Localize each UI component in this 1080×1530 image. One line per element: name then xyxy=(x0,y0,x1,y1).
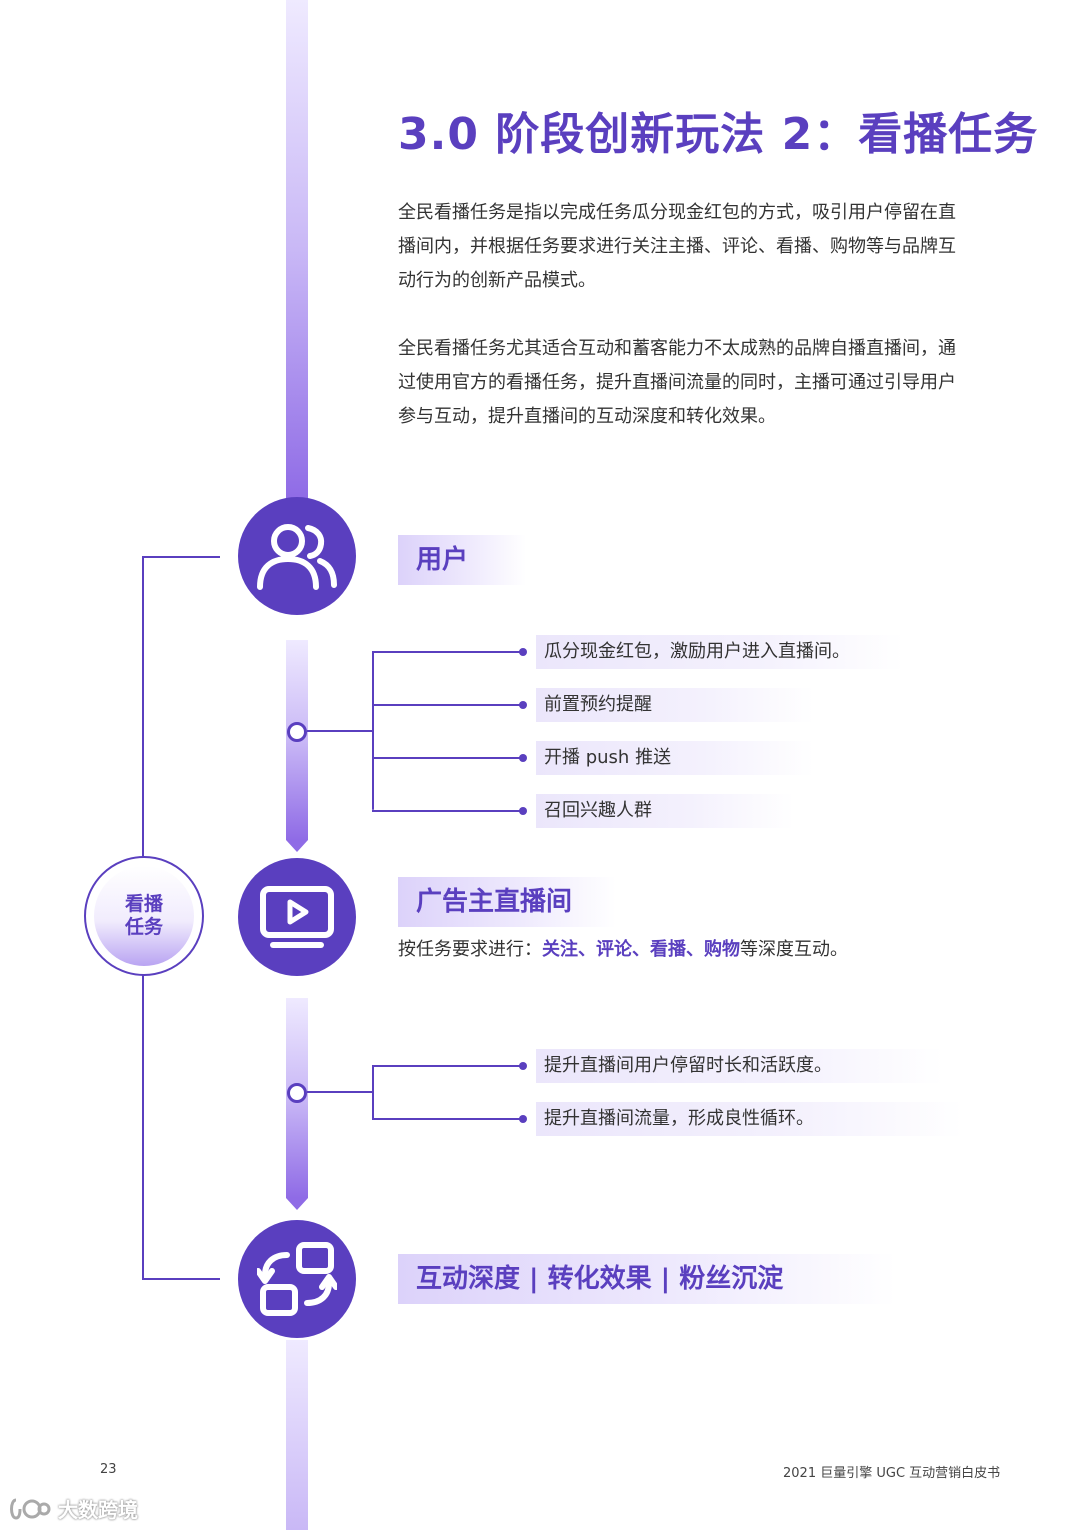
advertiser-bullet-2: 提升直播间流量，形成良性循环。 xyxy=(536,1102,964,1136)
branch-line xyxy=(372,651,522,653)
cycle-exchange-icon-circle xyxy=(238,1220,356,1338)
section-label-result: 互动深度 | 转化效果 | 粉丝沉淀 xyxy=(398,1254,896,1304)
advertiser-desc-highlight: 关注、评论、看播、购物 xyxy=(542,939,740,960)
branch-dot xyxy=(519,648,527,656)
intro-paragraph-1: 全民看播任务是指以完成任务瓜分现金红包的方式，吸引用户停留在直 播间内，并根据任… xyxy=(398,196,998,298)
section-label-advertiser: 广告主直播间 xyxy=(398,877,616,927)
branch-dot xyxy=(519,701,527,709)
watermark: 大数跨境 xyxy=(8,1494,138,1523)
branch-line xyxy=(372,704,522,706)
intro-paragraph-2: 全民看播任务尤其适合互动和蓄客能力不太成熟的品牌自播直播间，通 过使用官方的看播… xyxy=(398,332,998,434)
advertiser-desc-suffix: 等深度互动。 xyxy=(740,939,848,960)
cycle-exchange-icon xyxy=(257,1242,337,1316)
video-screen-icon-circle xyxy=(238,858,356,976)
users-icon xyxy=(257,524,337,590)
advertiser-description: 按任务要求进行：关注、评论、看播、购物等深度互动。 xyxy=(398,935,848,965)
section-label-user: 用户 xyxy=(398,535,526,585)
branch-stem-advertiser xyxy=(307,1091,373,1093)
paragraph-line: 动行为的创新产品模式。 xyxy=(398,270,596,291)
branch-line xyxy=(372,1118,522,1120)
paragraph-line: 全民看播任务是指以完成任务瓜分现金红包的方式，吸引用户停留在直 xyxy=(398,202,956,223)
advertiser-desc-prefix: 按任务要求进行： xyxy=(398,939,542,960)
center-node-inner: 看播 任务 xyxy=(94,866,194,966)
center-node-label-line1: 看播 xyxy=(124,893,163,915)
spine-bottom xyxy=(286,1340,308,1530)
center-node-label-line2: 任务 xyxy=(124,916,163,938)
branch-dot xyxy=(519,807,527,815)
branch-stem-user xyxy=(307,730,373,732)
branch-dot xyxy=(519,1062,527,1070)
user-bullet-2: 前置预约提醒 xyxy=(536,688,814,722)
branch-dot xyxy=(519,754,527,762)
paragraph-line: 参与互动，提升直播间的互动深度和转化效果。 xyxy=(398,406,776,427)
paragraph-line: 过使用官方的看播任务，提升直播间流量的同时，主播可通过引导用户 xyxy=(398,372,956,393)
spine-arrow-1 xyxy=(286,840,308,852)
paragraph-line: 播间内，并根据任务要求进行关注主播、评论、看播、购物等与品牌互 xyxy=(398,236,956,257)
branch-line xyxy=(372,810,522,812)
watermark-text: 大数跨境 xyxy=(58,1498,138,1522)
user-bullet-4: 召回兴趣人群 xyxy=(536,794,794,828)
branch-node-user xyxy=(287,722,307,742)
spine-top xyxy=(286,0,308,500)
branch-line xyxy=(372,1065,522,1067)
watermark-logo-icon xyxy=(10,1498,51,1520)
spine-arrow-2 xyxy=(286,1198,308,1210)
left-connector-top xyxy=(142,556,220,558)
user-bullet-3: 开播 push 推送 xyxy=(536,741,814,775)
page-number: 23 xyxy=(100,1462,117,1477)
center-node: 看播 任务 xyxy=(84,856,204,976)
left-connector-bottom xyxy=(142,1278,220,1280)
branch-dot xyxy=(519,1115,527,1123)
page-title: 3.0 阶段创新玩法 2：看播任务 xyxy=(398,109,1039,160)
branch-line xyxy=(372,757,522,759)
video-screen-icon xyxy=(260,886,334,948)
branch-node-advertiser xyxy=(287,1083,307,1103)
paragraph-line: 全民看播任务尤其适合互动和蓄客能力不太成熟的品牌自播直播间，通 xyxy=(398,338,956,359)
publication-title: 2021 巨量引擎 UGC 互动营销白皮书 xyxy=(783,1466,1001,1481)
branch-bracket-user xyxy=(372,652,374,810)
users-icon-circle xyxy=(238,497,356,615)
branch-bracket-advertiser xyxy=(372,1066,374,1119)
user-bullet-1: 瓜分现金红包，激励用户进入直播间。 xyxy=(536,635,904,669)
advertiser-bullet-1: 提升直播间用户停留时长和活跃度。 xyxy=(536,1049,944,1083)
